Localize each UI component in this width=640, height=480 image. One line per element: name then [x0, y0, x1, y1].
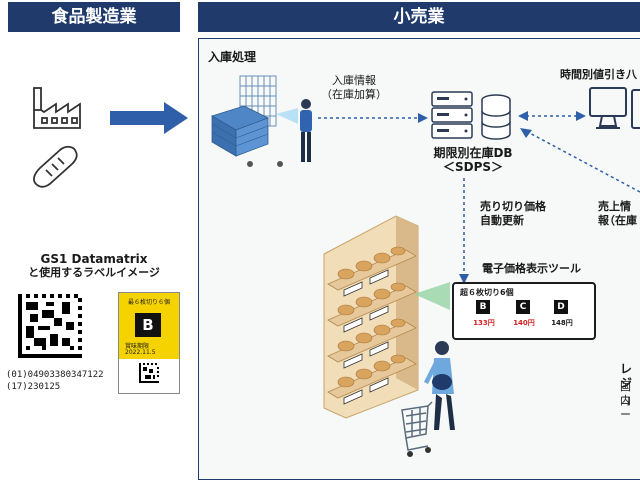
pallet-cart-illustration: [211, 75, 312, 167]
arrow-price-update: [459, 178, 469, 284]
label-card: 最６枚切り６個 B 賞味期限 2022.11.5: [118, 292, 180, 394]
shopper-illustration: [401, 341, 455, 457]
bread-icon: [33, 145, 78, 188]
arrow-sales-info: [520, 128, 640, 193]
esl-title: 電子価格表示ツール: [482, 262, 581, 275]
register-line3: コー: [620, 394, 631, 421]
server-database-icon: [431, 91, 511, 140]
label-card-grade: B: [135, 313, 161, 337]
sales-info-line2: （在庫: [604, 214, 637, 227]
register-line1: レジ: [620, 362, 633, 390]
retail-header: 小売業: [198, 2, 640, 32]
gs1-ai-line-1: (01)04903380347122: [6, 370, 104, 380]
esl-price-c: 140円: [513, 319, 535, 327]
monitor-icon: [589, 87, 640, 129]
label-card-datamatrix: [139, 363, 159, 383]
price-update-line2: 自動更新: [480, 214, 524, 227]
arrow-to-db: [318, 113, 428, 123]
stock-info-line2: （在庫加算）: [321, 88, 387, 101]
esl-product-name: 超６枚切り6個: [460, 288, 514, 297]
factory-icon: [33, 87, 81, 129]
db-title: 期限別在庫DB: [433, 146, 513, 160]
label-card-line1: 賞味期限: [125, 343, 150, 350]
esl-price-d: 148円: [551, 319, 573, 327]
receiving-label: 入庫処理: [208, 50, 257, 64]
esl-grade-d: D: [554, 300, 568, 314]
esl-grade-b: B: [476, 300, 490, 314]
arrow-db-time-price: [518, 111, 586, 121]
price-update-line1: 売り切り価格: [480, 200, 546, 213]
esl-price-b: 133円: [473, 319, 495, 327]
gs1-ai-line-2: (17)230125: [6, 382, 61, 392]
store-shelf-illustration: [323, 215, 450, 419]
register-line2: 国内: [620, 380, 631, 407]
datamatrix-code: [18, 294, 82, 358]
manufacturing-header: 食品製造業: [8, 2, 180, 32]
db-subtitle: ＜SDPS＞: [442, 160, 504, 174]
label-card-line2: 2022.11.5: [125, 349, 156, 356]
label-title-line1: GS1 Datamatrix: [40, 252, 148, 266]
esl-grade-c: C: [516, 300, 530, 314]
flow-arrow-icon: [110, 102, 188, 134]
sales-info-line1: 売上情報: [598, 200, 631, 227]
retail-panel: [198, 38, 640, 480]
stock-info-line1: 入庫情報: [332, 74, 376, 87]
time-price-label: 時間別値引き八: [560, 68, 637, 81]
label-title-line2: と使用するラベルイメージ: [28, 266, 160, 279]
label-card-top-text: 最６枚切り６個: [127, 299, 170, 306]
